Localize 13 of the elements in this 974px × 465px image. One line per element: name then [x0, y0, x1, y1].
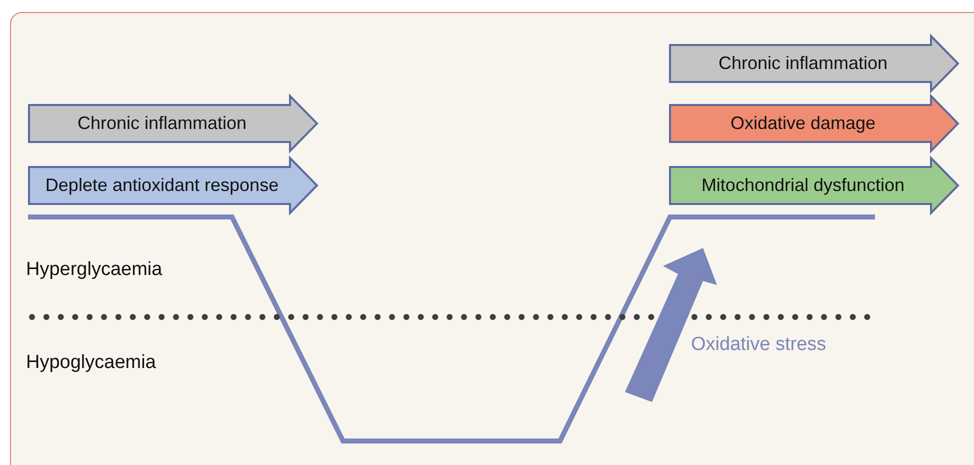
arrow-box — [28, 157, 318, 214]
region-label: Hyperglycaemia — [26, 259, 162, 281]
stress-label: Oxidative stress — [691, 334, 826, 356]
arrow-label: Chronic inflammation — [718, 53, 888, 74]
arrow-box — [28, 95, 318, 152]
arrow-label: Mitochondrial dysfunction — [701, 175, 905, 196]
arrow-box — [669, 35, 959, 92]
region-label: Hypoglycaemia — [26, 352, 156, 374]
arrow-label: Chronic inflammation — [77, 113, 247, 134]
arrow-box — [669, 95, 959, 152]
arrow-box — [669, 157, 959, 214]
arrow-label: Oxidative damage — [730, 113, 876, 134]
arrow-label: Deplete antioxidant response — [45, 175, 279, 196]
